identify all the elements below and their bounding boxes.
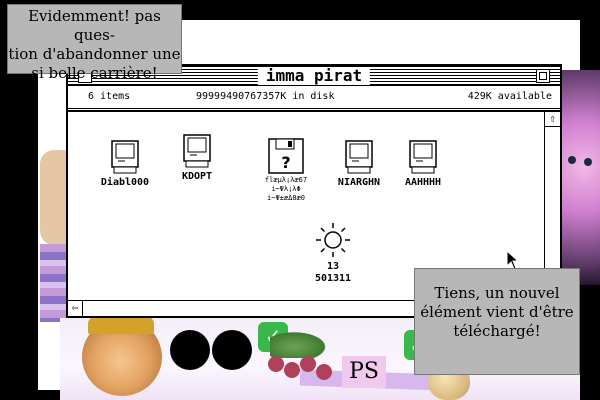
radish-icon — [300, 356, 316, 372]
striped-decoration — [40, 244, 66, 322]
caption-line: Tiens, un nouvel — [434, 284, 560, 302]
item-label-line: i~Ψλ¡λΦ — [271, 185, 301, 193]
scroll-up-arrow-icon[interactable]: ⇧ — [545, 112, 560, 127]
disk-usage: 99999490767357K in disk — [196, 91, 335, 102]
item-label-line: 13 — [326, 261, 340, 272]
item-label: KDOPT — [181, 171, 213, 182]
vertical-scrollbar[interactable]: ⇧ — [544, 112, 560, 298]
folder-item[interactable]: AAHHHH — [386, 140, 460, 188]
radish-leaves-image — [270, 330, 330, 358]
mouse-pointer-icon — [506, 250, 520, 270]
caption-line: téléchargé! — [453, 322, 541, 340]
folder-item[interactable]: KDOPT — [160, 134, 234, 182]
caption-line: si belle carrière! — [31, 64, 158, 82]
svg-text:?: ? — [281, 153, 290, 172]
computer-icon — [409, 140, 437, 174]
caption-box-top: Evidemment! pas ques- tion d'abandonner … — [7, 4, 182, 82]
radish-icon — [316, 364, 332, 380]
folder-item[interactable]: NIARGHN — [322, 140, 396, 188]
caption-line: élément vient d'être — [420, 303, 574, 321]
item-label-line: 501311 — [314, 273, 352, 284]
window-title: imma pirat — [257, 67, 371, 85]
radish-icon — [268, 356, 284, 372]
window-titlebar[interactable]: imma pirat — [68, 66, 560, 86]
folder-item[interactable]: 13 501311 — [296, 222, 370, 284]
item-label-line: i~Ψ±æΔ8æ0 — [267, 194, 305, 202]
zoom-box-icon[interactable] — [536, 69, 550, 83]
finger-decoration — [40, 150, 68, 245]
unknown-disk-icon: ? — [268, 138, 304, 174]
item-label-line: flæμλ¡λæ67 — [264, 176, 308, 184]
crown-decoration — [88, 316, 154, 334]
items-count: 6 items — [88, 91, 131, 102]
window-info-bar: 6 items 99999490767357K in disk 429K ava… — [68, 86, 560, 109]
computer-icon — [345, 140, 373, 174]
scroll-left-arrow-icon[interactable]: ⇦ — [68, 301, 83, 316]
item-label: AAHHHH — [404, 177, 442, 188]
folder-item[interactable]: Diabl000 — [88, 140, 162, 188]
item-label: Diabl000 — [100, 177, 150, 188]
caption-line: tion d'abandonner une — [8, 45, 181, 63]
cat-eye-right — [584, 158, 592, 166]
folder-item[interactable]: ? flæμλ¡λæ67 i~Ψλ¡λΦ i~Ψ±æΔ8æ0 — [249, 138, 323, 203]
radish-icon — [284, 362, 300, 378]
computer-icon — [183, 134, 211, 168]
sunglasses-right-lens — [212, 330, 252, 370]
sun-icon — [316, 223, 350, 257]
caption-line: Evidemment! pas ques- — [28, 7, 161, 44]
ps-label: PS — [342, 356, 386, 388]
computer-icon — [111, 140, 139, 174]
window-content: Diabl000 KDOPT ? flæμλ¡λæ67 — [68, 112, 542, 298]
caption-box-bottom: Tiens, un nouvel élément vient d'être té… — [414, 268, 580, 375]
available-space: 429K available — [467, 91, 552, 102]
sunglasses-left-lens — [170, 330, 210, 370]
cat-eye-left — [568, 156, 576, 164]
item-label: NIARGHN — [337, 177, 381, 188]
header-divider — [68, 110, 560, 112]
pink-cat-image — [560, 70, 600, 285]
horizontal-scrollbar[interactable]: ⇦ — [68, 300, 544, 316]
